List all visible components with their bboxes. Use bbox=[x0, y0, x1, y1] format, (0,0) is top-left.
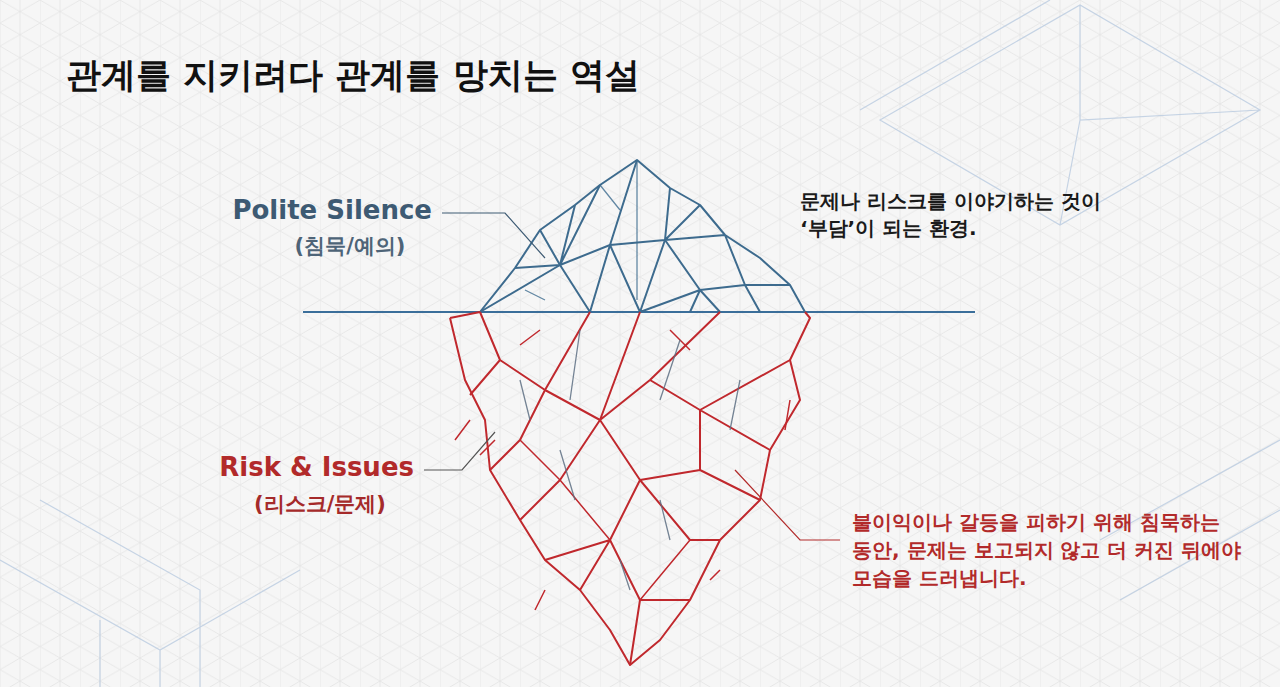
iceberg-top bbox=[480, 160, 805, 312]
callout-note-slot: 문제나 리스크를 이야기하는 것이 ‘부담’이 되는 환경. bbox=[800, 188, 1120, 242]
layer-sublabel-slot: (리스크/문제) bbox=[225, 490, 415, 518]
layer-sublabel: (리스크/문제) bbox=[254, 490, 386, 518]
layer-label-slot: Polite Silence bbox=[232, 195, 432, 225]
layer-sublabel: (침묵/예의) bbox=[295, 232, 406, 260]
callout-note: 불이익이나 갈등을 피하기 위해 침묵하는 동안, 문제는 보고되지 않고 더 … bbox=[852, 508, 1247, 592]
iceberg-bottom bbox=[450, 312, 810, 665]
layer-label: Risk & Issues bbox=[219, 452, 414, 482]
callout-note-slot: 불이익이나 갈등을 피하기 위해 침묵하는 동안, 문제는 보고되지 않고 더 … bbox=[852, 508, 1247, 592]
layer-sublabel-slot: (침묵/예의) bbox=[260, 232, 440, 260]
callout-note: 문제나 리스크를 이야기하는 것이 ‘부담’이 되는 환경. bbox=[800, 188, 1120, 242]
layer-label: Polite Silence bbox=[232, 195, 432, 225]
iceberg-detail bbox=[520, 330, 740, 590]
layer-label-slot: Risk & Issues bbox=[219, 452, 414, 482]
diagram-title-slot: 관계를 지키려다 관계를 망치는 역설 bbox=[66, 52, 966, 99]
leader-lines bbox=[424, 213, 840, 540]
diagram-title: 관계를 지키려다 관계를 망치는 역설 bbox=[66, 52, 640, 99]
